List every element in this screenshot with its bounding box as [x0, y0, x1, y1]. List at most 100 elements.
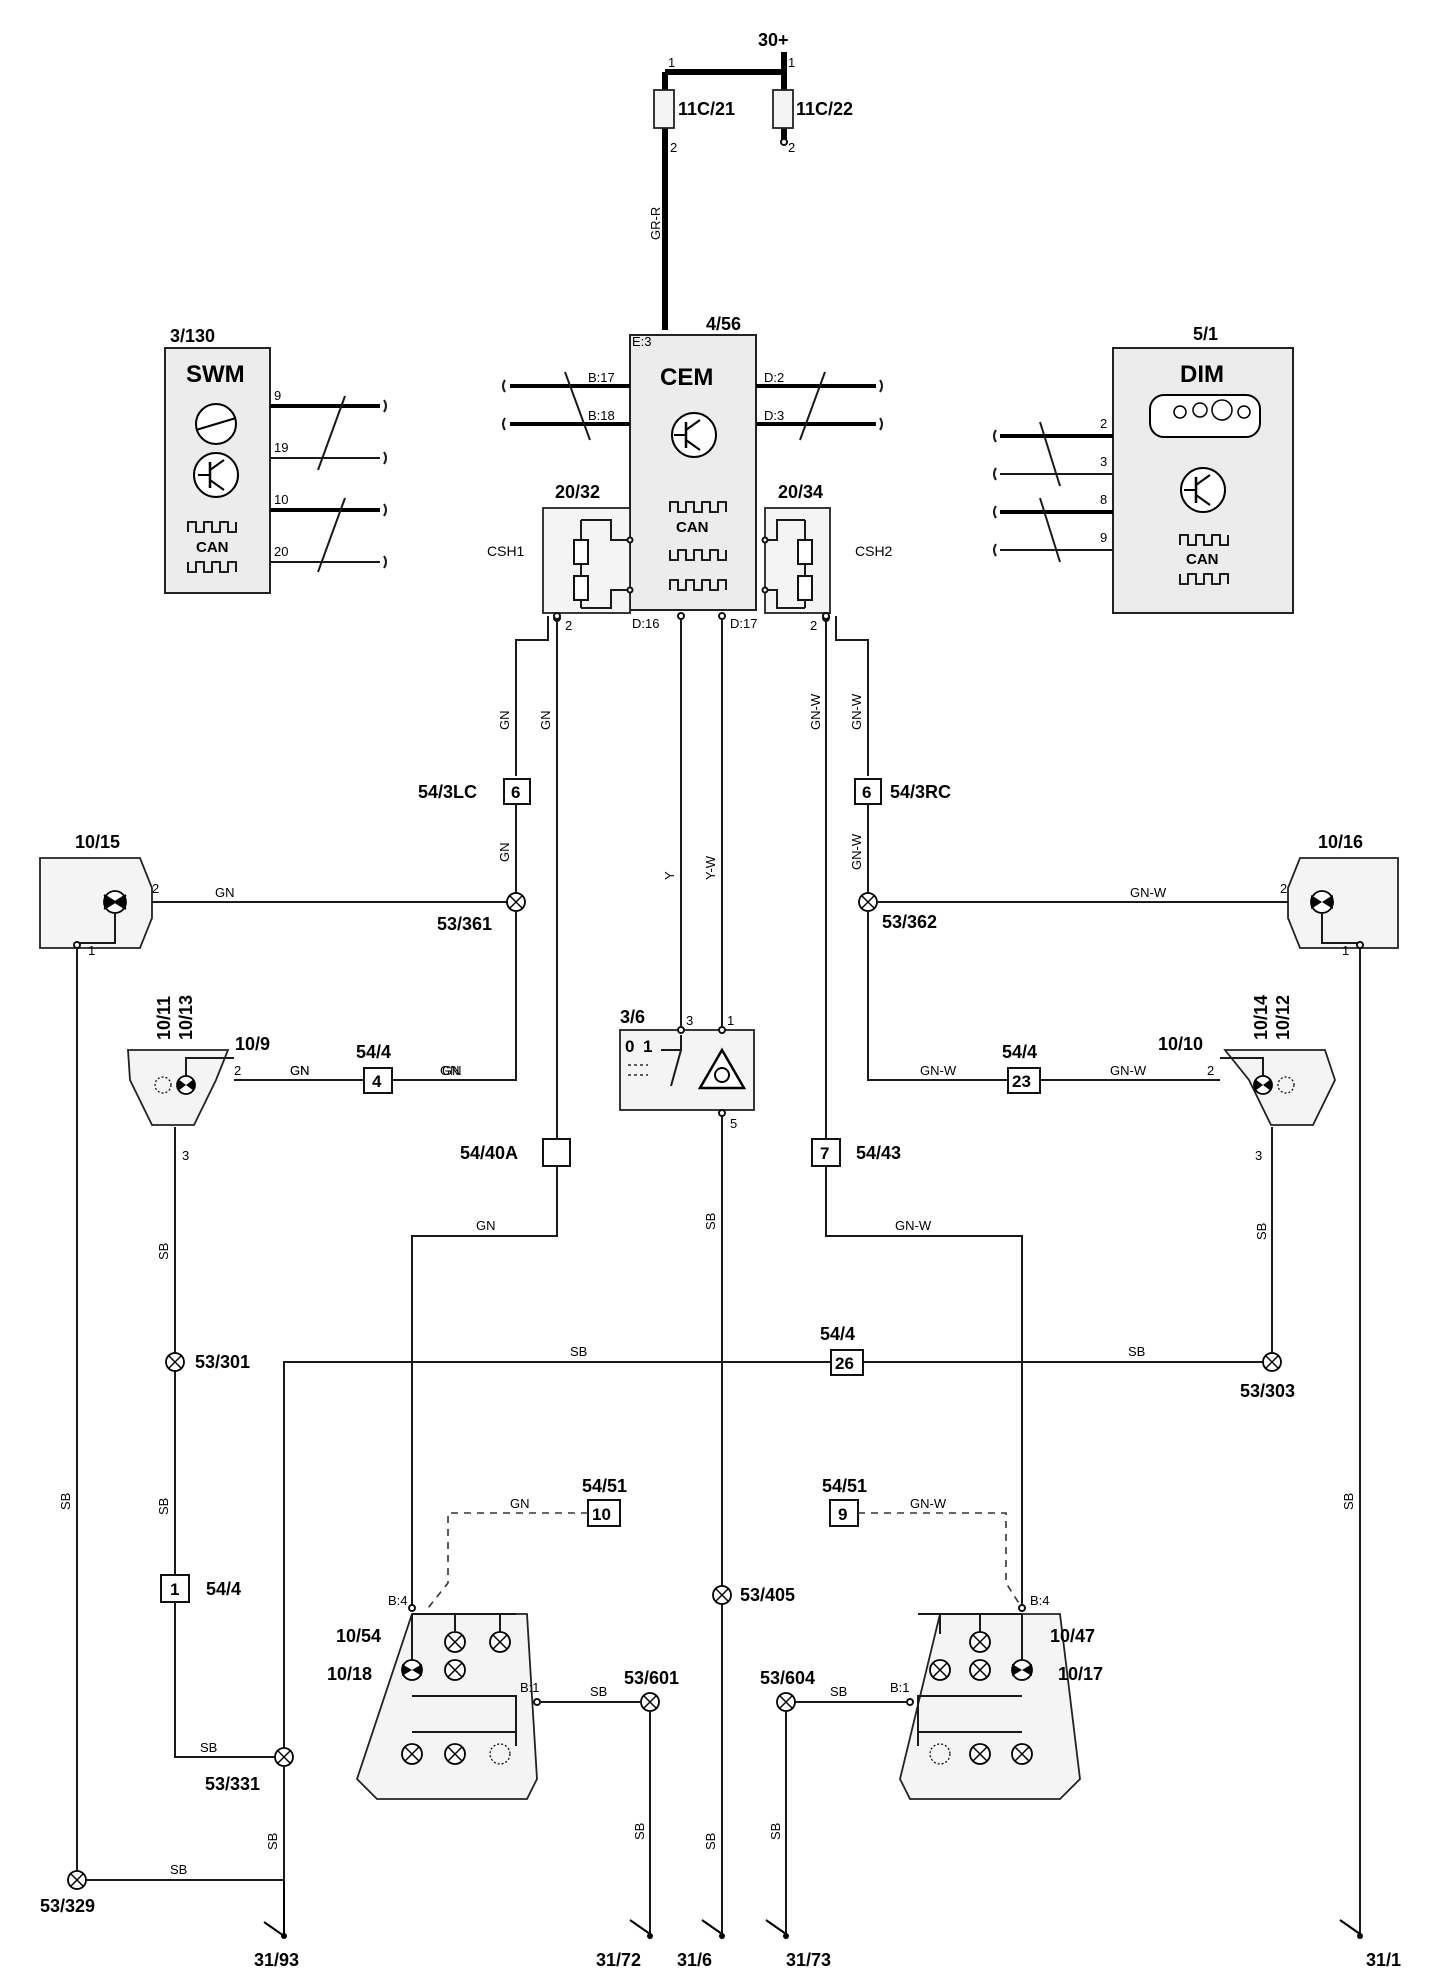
splice-label: 53/331	[205, 1774, 260, 1794]
hazard-switch-3-6: 3/6 3 1 0 1 5	[619, 1007, 755, 1131]
fuse1-pin-bot: 2	[670, 140, 677, 155]
cem-pin-d17: D:17	[730, 616, 757, 631]
splice-label: 53/329	[40, 1896, 95, 1916]
connector-id: 54/4	[1002, 1042, 1037, 1062]
csh1-name: CSH1	[487, 543, 525, 559]
ground-label: 31/73	[786, 1950, 831, 1970]
lamp-pin: 3	[182, 1148, 189, 1163]
switch-pos: 0	[625, 1037, 634, 1056]
wire-gn-w-label: GN-W	[895, 1218, 932, 1233]
connector-id: 54/3LC	[418, 782, 477, 802]
wire-gn-label: GN	[290, 1063, 310, 1078]
transistor-icon	[671, 412, 717, 458]
transistor-icon	[193, 452, 239, 498]
wire-sb-label: SB	[170, 1862, 187, 1877]
connector-id: 54/3RC	[890, 782, 951, 802]
lamp-pin: B:1	[890, 1680, 910, 1695]
wire-sb-label: SB	[156, 1243, 171, 1260]
lamp-pin: 2	[1280, 881, 1287, 896]
cem-pin-d16: D:16	[632, 616, 659, 631]
splice-label: 53/361	[437, 914, 492, 934]
lamp-10-16: 10/16 2 1	[1280, 832, 1399, 958]
wire-gn-w-label: GN-W	[849, 693, 864, 730]
connector-id: 54/40A	[460, 1143, 518, 1163]
lamp-pin: 1	[1342, 943, 1349, 958]
splice-53-331: 53/331	[205, 1747, 294, 1794]
lamp-id: 10/9	[235, 1034, 270, 1054]
connector-num: 1	[170, 1580, 179, 1599]
splice-label: 53/303	[1240, 1381, 1295, 1401]
wire-gn-label: GN	[497, 843, 512, 863]
splice-53-604: 53/604	[760, 1668, 815, 1712]
swm-pin-9: 9	[274, 388, 281, 403]
ground-label: 31/6	[677, 1950, 712, 1970]
swm-pin-19: 19	[274, 440, 288, 455]
cem-module: 4/56 CEM E:3 CAN B:17 B:18 D:2 D:3 D:16 …	[502, 314, 883, 631]
wire-sb-label: SB	[768, 1823, 783, 1840]
connector-54-4-pin4: GN GN 4 54/4	[234, 1042, 512, 1094]
splice-53-601: 53/601	[624, 1668, 679, 1712]
supply-label: 30+	[758, 30, 789, 50]
steering-wheel-icon	[195, 403, 237, 445]
lamp-pin: B:4	[1030, 1593, 1050, 1608]
wire-gn-label: GN	[440, 1063, 460, 1078]
splice-label: 53/405	[740, 1585, 795, 1605]
ground-31-72: 31/72	[596, 1919, 653, 1970]
fuse1-label: 11C/21	[678, 99, 735, 119]
switch-pin: 5	[730, 1116, 737, 1131]
wire-sb-label: SB	[590, 1684, 607, 1699]
rear-lamp-left: 54/51 10 GN B:4 B:1 10/54 10/18	[327, 1476, 627, 1800]
transistor-icon	[1180, 467, 1226, 513]
hazard-triangle-icon	[697, 1047, 747, 1090]
swm-id: 3/130	[170, 326, 215, 346]
dim-name: DIM	[1180, 361, 1224, 388]
connector-54-4-pin1: 1 54/4	[160, 1574, 241, 1603]
wire-sb-label: SB	[1341, 1493, 1356, 1510]
wire-gn-label: GN	[290, 1063, 310, 1078]
wire-gn-label: GN	[538, 711, 553, 731]
ground-label: 31/72	[596, 1950, 641, 1970]
wire-sb-label: SB	[830, 1684, 847, 1699]
splice-label: 53/301	[195, 1352, 250, 1372]
wire-gn-w-label: GN-W	[1130, 885, 1167, 900]
wire-sb-label: SB	[1128, 1344, 1145, 1359]
connector-num: 6	[862, 783, 871, 802]
connector-num: 9	[838, 1505, 847, 1524]
swm-can-label: CAN	[196, 539, 229, 556]
connector-id: 54/4	[206, 1579, 241, 1599]
splice-53-362: 53/362	[858, 892, 937, 932]
connector-id: 54/51	[582, 1476, 627, 1496]
wire-gn-w-label: GN-W	[920, 1063, 957, 1078]
cem-pin-e3: E:3	[632, 334, 652, 349]
lamp-pin: 1	[88, 943, 95, 958]
fuse1-pin-top: 1	[668, 55, 675, 70]
swm-pin-10: 10	[274, 492, 288, 507]
dim-can-label: CAN	[1186, 551, 1219, 568]
wire-gn-w-label: GN-W	[1110, 1063, 1147, 1078]
lamp-id: 10/54	[336, 1626, 381, 1646]
dim-pin-3: 3	[1100, 454, 1107, 469]
connector-num: 4	[372, 1072, 382, 1091]
wire-gn-label: GN	[510, 1496, 530, 1511]
lamp-id: 10/10	[1158, 1034, 1203, 1054]
splice-53-303: 53/303	[1240, 1352, 1295, 1401]
lamp-id: 10/16	[1318, 832, 1363, 852]
fuse2-pin-top: 1	[788, 55, 795, 70]
dim-pin-2: 2	[1100, 416, 1107, 431]
connector-id: 54/43	[856, 1143, 901, 1163]
connector-id: 54/4	[820, 1324, 855, 1344]
wire-gn-label: GN	[215, 885, 235, 900]
splice-label: 53/604	[760, 1668, 815, 1688]
lamp-id: 10/47	[1050, 1626, 1095, 1646]
cem-pin-d3: D:3	[764, 408, 784, 423]
wire-sb-label: SB	[265, 1833, 280, 1850]
connector-54-4-pin26: 26 54/4	[820, 1324, 864, 1376]
cem-pin-b17: B:17	[588, 370, 615, 385]
connector-54-4-pin23: GN-W GN-W 23 54/4	[867, 910, 1220, 1094]
dim-id: 5/1	[1193, 324, 1218, 344]
swm-name: SWM	[186, 361, 245, 388]
lamp-id: 10/18	[327, 1664, 372, 1684]
splice-label: 53/601	[624, 1668, 679, 1688]
connector-54-3rc: 6 54/3RC	[854, 778, 951, 805]
